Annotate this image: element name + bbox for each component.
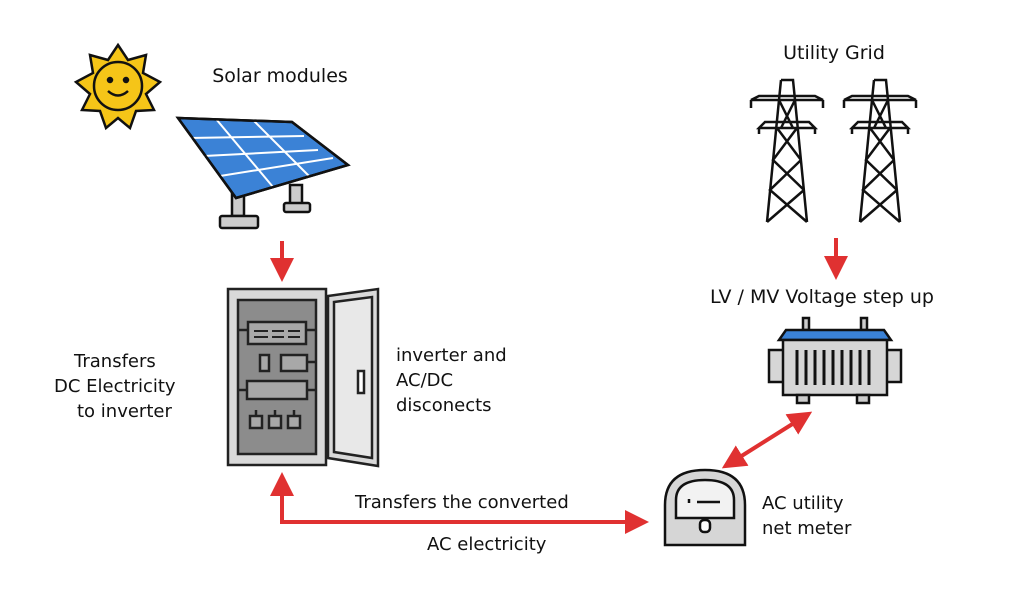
label-transfers-dc-2: DC Electricity xyxy=(54,376,176,397)
label-inverter-1: inverter and xyxy=(396,345,507,366)
label-net-meter-1: AC utility xyxy=(762,493,844,514)
inverter-cabinet-icon xyxy=(226,287,380,468)
label-transfers-dc-3: to inverter xyxy=(77,401,172,422)
label-step-up: LV / MV Voltage step up xyxy=(710,286,934,308)
label-transfers-ac-2: AC electricity xyxy=(427,534,547,555)
net-meter-icon xyxy=(663,468,747,547)
label-transfers-dc-1: Transfers xyxy=(74,351,156,372)
arrow-meter-transformer xyxy=(721,411,813,469)
sun-icon xyxy=(73,42,163,131)
label-inverter-2: AC/DC xyxy=(396,370,454,391)
label-net-meter-2: net meter xyxy=(762,518,852,539)
label-utility-grid: Utility Grid xyxy=(783,42,885,64)
label-inverter-3: disconects xyxy=(396,395,492,416)
label-solar-modules: Solar modules xyxy=(212,65,348,87)
label-transfers-ac-1: Transfers the converted xyxy=(355,492,569,513)
transmission-tower-icon xyxy=(749,78,918,223)
solar-panel-icon xyxy=(175,116,351,230)
arrow-cabinet-meter xyxy=(270,472,649,534)
transformer-icon xyxy=(767,316,903,405)
